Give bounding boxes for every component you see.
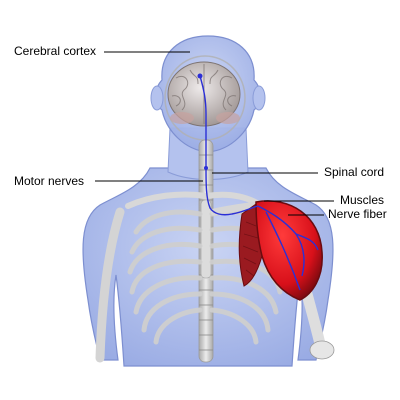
leader-lines xyxy=(95,51,334,216)
nerve-junction xyxy=(204,166,208,170)
label-motor-nerves: Motor nerves xyxy=(14,174,85,188)
label-cerebral-cortex: Cerebral cortex xyxy=(14,44,97,58)
nerve-cell-cortex xyxy=(197,73,203,79)
label-nerve-fiber: Nerve fiber xyxy=(328,207,387,221)
motor-nerve-path xyxy=(199,75,319,291)
label-muscles: Muscles xyxy=(340,193,385,207)
label-spinal-cord: Spinal cord xyxy=(324,165,385,179)
